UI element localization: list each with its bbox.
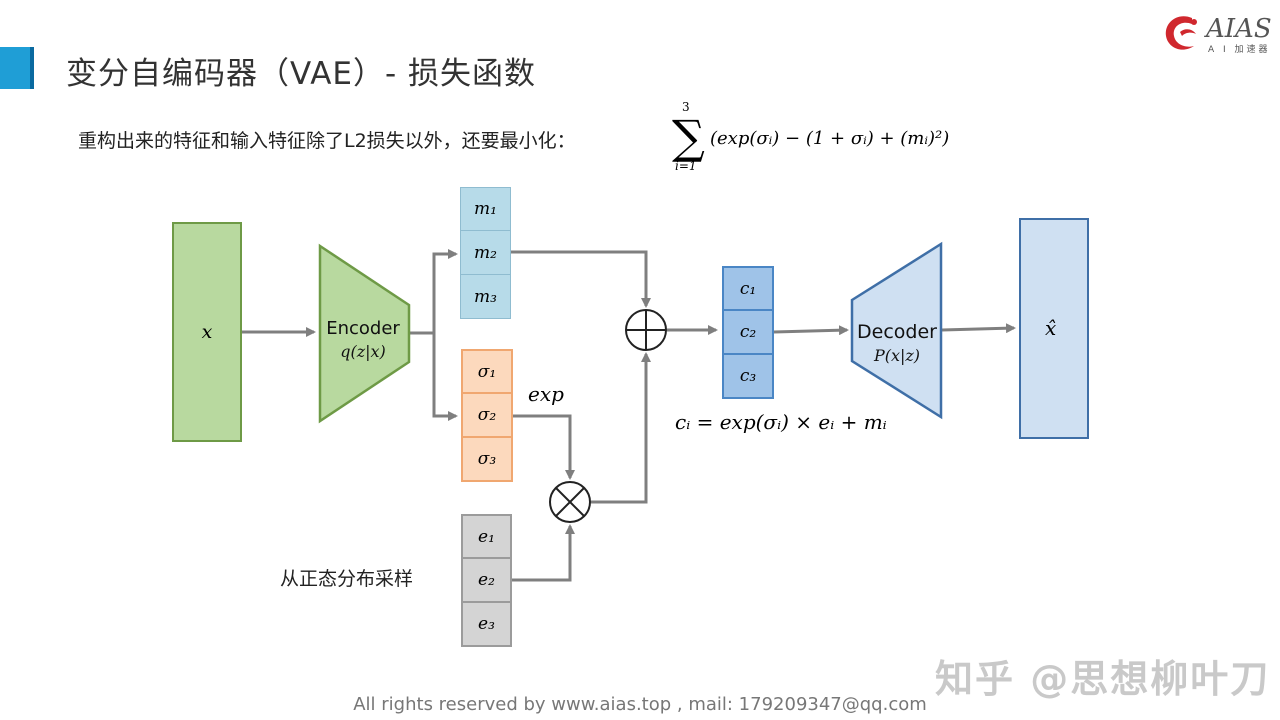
- noise-vector: e₁ e₂ e₃: [461, 514, 512, 647]
- mean-cell: m₁: [460, 187, 511, 231]
- arrow-decoder-to-output: [941, 323, 1016, 334]
- arrow-code-to-decoder: [773, 325, 849, 336]
- code-formula: cᵢ = exp(σᵢ) × eᵢ + mᵢ: [675, 410, 887, 434]
- sigma-vector: σ₁ σ₂ σ₃: [461, 349, 513, 484]
- noise-cell: e₃: [461, 603, 512, 647]
- code-vector: c₁ c₂ c₃: [722, 266, 774, 400]
- watermark: 知乎 @思想柳叶刀: [935, 657, 1271, 701]
- sum-lower-limit: i=1: [675, 159, 697, 173]
- arrow-sigma-to-times: [513, 414, 575, 480]
- logo-text: AIAS: [1206, 14, 1272, 44]
- multiply-operator-icon: [549, 481, 591, 523]
- decoder-name: Decoder: [857, 321, 937, 343]
- noise-cell: e₁: [461, 514, 512, 559]
- sigma-cell: σ₁: [461, 349, 513, 394]
- sigma-cell: σ₂: [461, 394, 513, 438]
- page-title: 变分自编码器（VAE）- 损失函数: [66, 56, 537, 92]
- sigma-cell: σ₃: [461, 438, 513, 482]
- arrow-to-sigma: [432, 333, 458, 421]
- intro-text: 重构出来的特征和输入特征除了L2损失以外，还要最小化：: [78, 130, 576, 152]
- mean-vector: m₁ m₂ m₃: [460, 187, 511, 320]
- output-block: x̂: [1019, 218, 1089, 439]
- mean-cell: m₃: [460, 275, 511, 319]
- loss-formula-body: (exp(σᵢ) − (1 + σᵢ) + (mᵢ)²): [710, 128, 950, 149]
- sum-upper-limit: 3: [682, 100, 690, 114]
- encoder-shape: [318, 243, 411, 424]
- aias-logo-icon: [1165, 16, 1197, 50]
- logo-subtext: A I 加速器: [1208, 45, 1271, 55]
- noise-cell: e₂: [461, 559, 512, 603]
- encoder-formula: q(z|x): [340, 342, 386, 361]
- noise-label: 从正态分布采样: [280, 568, 414, 590]
- footer-copyright: All rights reserved by www.aias.top , ma…: [353, 694, 927, 715]
- title-accent-bar-dark: [30, 47, 34, 89]
- title-accent-bar: [0, 47, 30, 89]
- decoder-formula: P(x|z): [873, 346, 921, 365]
- input-block: x: [172, 222, 242, 442]
- input-label: x: [201, 321, 213, 343]
- arrow-to-mean: [432, 249, 458, 333]
- arrow-noise-to-times: [512, 524, 575, 582]
- add-operator-icon: [625, 309, 667, 351]
- summation-symbol: ∑: [672, 110, 705, 164]
- exp-label: exp: [528, 382, 564, 406]
- code-cell: c₁: [722, 266, 774, 311]
- arrow-mean-to-plus: [511, 250, 651, 308]
- output-label: x̂: [1045, 316, 1057, 340]
- mean-cell: m₂: [460, 231, 511, 275]
- arrow-times-to-plus: [591, 352, 651, 504]
- encoder-name: Encoder: [326, 318, 400, 339]
- code-cell: c₃: [722, 355, 774, 399]
- code-cell: c₂: [722, 311, 774, 355]
- decoder-shape: [850, 241, 943, 420]
